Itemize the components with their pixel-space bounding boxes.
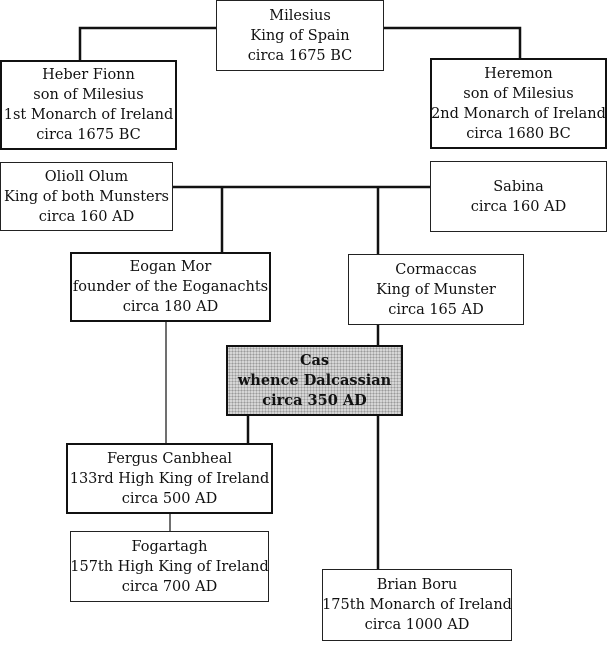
node-name: Fogartagh [131,538,208,555]
node-cas: Cas whence Dalcassian circa 350 AD [226,345,403,416]
node-cormaccas: Cormaccas King of Munster circa 165 AD [348,254,524,325]
node-eogan-mor: Eogan Mor founder of the Eoganachts circ… [70,252,271,322]
node-title: 157th High King of Ireland [70,558,269,575]
node-name: Cas [299,351,330,369]
node-sabina: Sabina circa 160 AD [430,161,607,232]
node-name: Sabina [493,178,544,195]
node-name: Brian Boru [376,577,458,593]
node-date: circa 160 AD [38,208,135,225]
node-title: King of both Munsters [4,188,169,205]
node-date: circa 1000 AD [364,617,470,633]
node-milesius: Milesius King of Spain circa 1675 BC [216,0,384,71]
node-fergus-canbheal: Fergus Canbheal 133rd High King of Irela… [66,443,273,514]
node-date: circa 500 AD [121,490,218,507]
node-title: 175th Monarch of Ireland [322,597,512,613]
node-title: 133rd High King of Ireland [69,470,270,487]
node-date: circa 160 AD [470,198,567,215]
node-date: circa 165 AD [388,301,484,318]
node-title: 2nd Monarch of Ireland [431,105,606,122]
node-title: King of Munster [376,281,496,298]
node-olioll-olum: Olioll Olum King of both Munsters circa … [0,162,173,231]
node-title: son of Milesius [463,85,574,102]
node-title: whence Dalcassian [237,371,392,389]
node-date: circa 1675 BC [247,47,353,64]
node-date: circa 700 AD [121,578,218,595]
node-name: Heber Fionn [42,67,135,83]
node-heremon: Heremon son of Milesius 2nd Monarch of I… [430,58,607,149]
node-title: son of Milesius [33,87,144,103]
node-name: Olioll Olum [44,168,129,185]
node-date: circa 350 AD [262,391,367,409]
node-name: Fergus Canbheal [106,450,232,467]
node-title: King of Spain [250,27,350,44]
node-name: Eogan Mor [129,259,212,275]
node-brian-boru: Brian Boru 175th Monarch of Ireland circ… [322,569,512,641]
node-date: circa 180 AD [122,299,219,315]
node-heber-fionn: Heber Fionn son of Milesius 1st Monarch … [0,60,177,150]
node-title: founder of the Eoganachts [72,279,269,295]
node-fogartagh: Fogartagh 157th High King of Ireland cir… [70,531,269,602]
node-title: 1st Monarch of Ireland [3,107,174,123]
node-name: Cormaccas [395,261,477,278]
node-name: Milesius [269,7,331,24]
node-name: Heremon [484,65,553,82]
node-date: circa 1680 BC [466,125,571,142]
node-date: circa 1675 BC [36,127,141,143]
